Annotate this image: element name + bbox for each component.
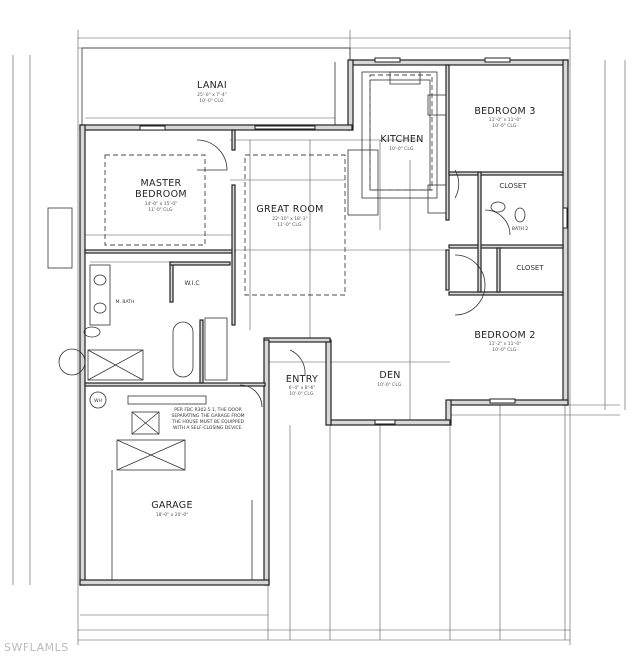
svg-text:11'-0" x 11'-0": 11'-0" x 11'-0" [489, 117, 522, 123]
svg-text:10'-0" CLG.: 10'-0" CLG. [199, 98, 225, 104]
attic-access [116, 439, 186, 471]
svg-text:22'-10" x 18'-3": 22'-10" x 18'-3" [272, 216, 307, 222]
den-label: DEN [379, 370, 400, 381]
master-bedroom-label-2: BEDROOM [135, 189, 187, 200]
svg-text:10'-0" CLG.: 10'-0" CLG. [389, 146, 415, 152]
svg-text:11'-0" CLG.: 11'-0" CLG. [148, 207, 174, 213]
sink-icon [93, 302, 107, 314]
svg-text:14'-0" x 15'-0": 14'-0" x 15'-0" [145, 201, 178, 207]
sink-icon [490, 201, 506, 213]
master-bath-fixtures [47, 207, 228, 381]
entry-label: ENTRY [286, 374, 318, 385]
master-tray-ceiling [104, 154, 206, 246]
great-room-label: GREAT ROOM [256, 204, 323, 215]
closet-label: CLOSET [499, 182, 527, 190]
kitchen-counters [347, 71, 447, 216]
svg-text:11'-2" x 11'-0": 11'-2" x 11'-0" [489, 341, 522, 347]
garage-label: GARAGE [151, 500, 193, 511]
watermark: SWFLAMLS [4, 641, 69, 654]
svg-text:10'-0" CLG.: 10'-0" CLG. [492, 347, 518, 353]
lanai-label: LANAI [197, 80, 227, 91]
vanity [204, 317, 228, 381]
svg-text:11'-0" CLG.: 11'-0" CLG. [277, 222, 303, 228]
svg-text:6'-4" x 8'-6": 6'-4" x 8'-6" [289, 385, 316, 391]
garage-items [89, 391, 253, 580]
svg-text:10'-0" CLG.: 10'-0" CLG. [377, 382, 403, 388]
svg-text:WITH A SELF-CLOSING DEVICE.: WITH A SELF-CLOSING DEVICE. [173, 425, 243, 431]
master-bath-label: M. BATH [116, 299, 135, 305]
sink-icon [93, 274, 107, 286]
vanity [89, 264, 111, 326]
equipment-pad [47, 207, 73, 269]
exterior-walls [79, 59, 569, 586]
toilet-icon [514, 207, 526, 223]
doors [196, 139, 511, 408]
shower-icon [87, 349, 144, 381]
interior-walls [84, 64, 564, 387]
bathtub-icon [172, 321, 194, 378]
bedroom3-label: BEDROOM 3 [474, 106, 535, 117]
room-labels: LANAI 25'-0" x 7'-4" 10'-0" CLG. KITCHEN… [94, 80, 544, 518]
garage-door-note: PER FBC R302.5.1, THE DOOR [174, 407, 242, 413]
bath2-fixtures [490, 201, 526, 223]
svg-text:18'-0" x 20'-0": 18'-0" x 20'-0" [156, 512, 189, 518]
refrigerator-icon [427, 184, 447, 214]
sink-icon [389, 71, 421, 85]
wic-label: W.I.C [184, 280, 199, 287]
ac-unit-icon [58, 348, 86, 376]
svg-text:10'-0" CLG.: 10'-0" CLG. [492, 123, 518, 129]
great-room-tray-ceiling [244, 154, 346, 296]
kitchen-island [347, 149, 379, 216]
water-heater-label: WH [94, 398, 102, 404]
water-heater-icon [89, 391, 107, 409]
bedroom2-label: BEDROOM 2 [474, 330, 535, 341]
kitchen-label: KITCHEN [380, 134, 423, 145]
windows [139, 57, 568, 425]
attic-access [131, 411, 160, 435]
range-icon [427, 94, 447, 116]
svg-text:THE HOUSE MUST BE EQUIPPED: THE HOUSE MUST BE EQUIPPED [171, 419, 245, 425]
toilet-icon [83, 326, 101, 338]
master-bedroom-label-1: MASTER [141, 178, 182, 189]
closet-label: CLOSET [516, 264, 544, 272]
svg-text:25'-0" x 7'-4": 25'-0" x 7'-4" [197, 92, 227, 98]
svg-text:SEPARATING THE GARAGE FROM: SEPARATING THE GARAGE FROM [171, 413, 244, 419]
bath2-label: BATH 2 [512, 226, 528, 232]
svg-text:10'-0" CLG.: 10'-0" CLG. [289, 391, 315, 397]
